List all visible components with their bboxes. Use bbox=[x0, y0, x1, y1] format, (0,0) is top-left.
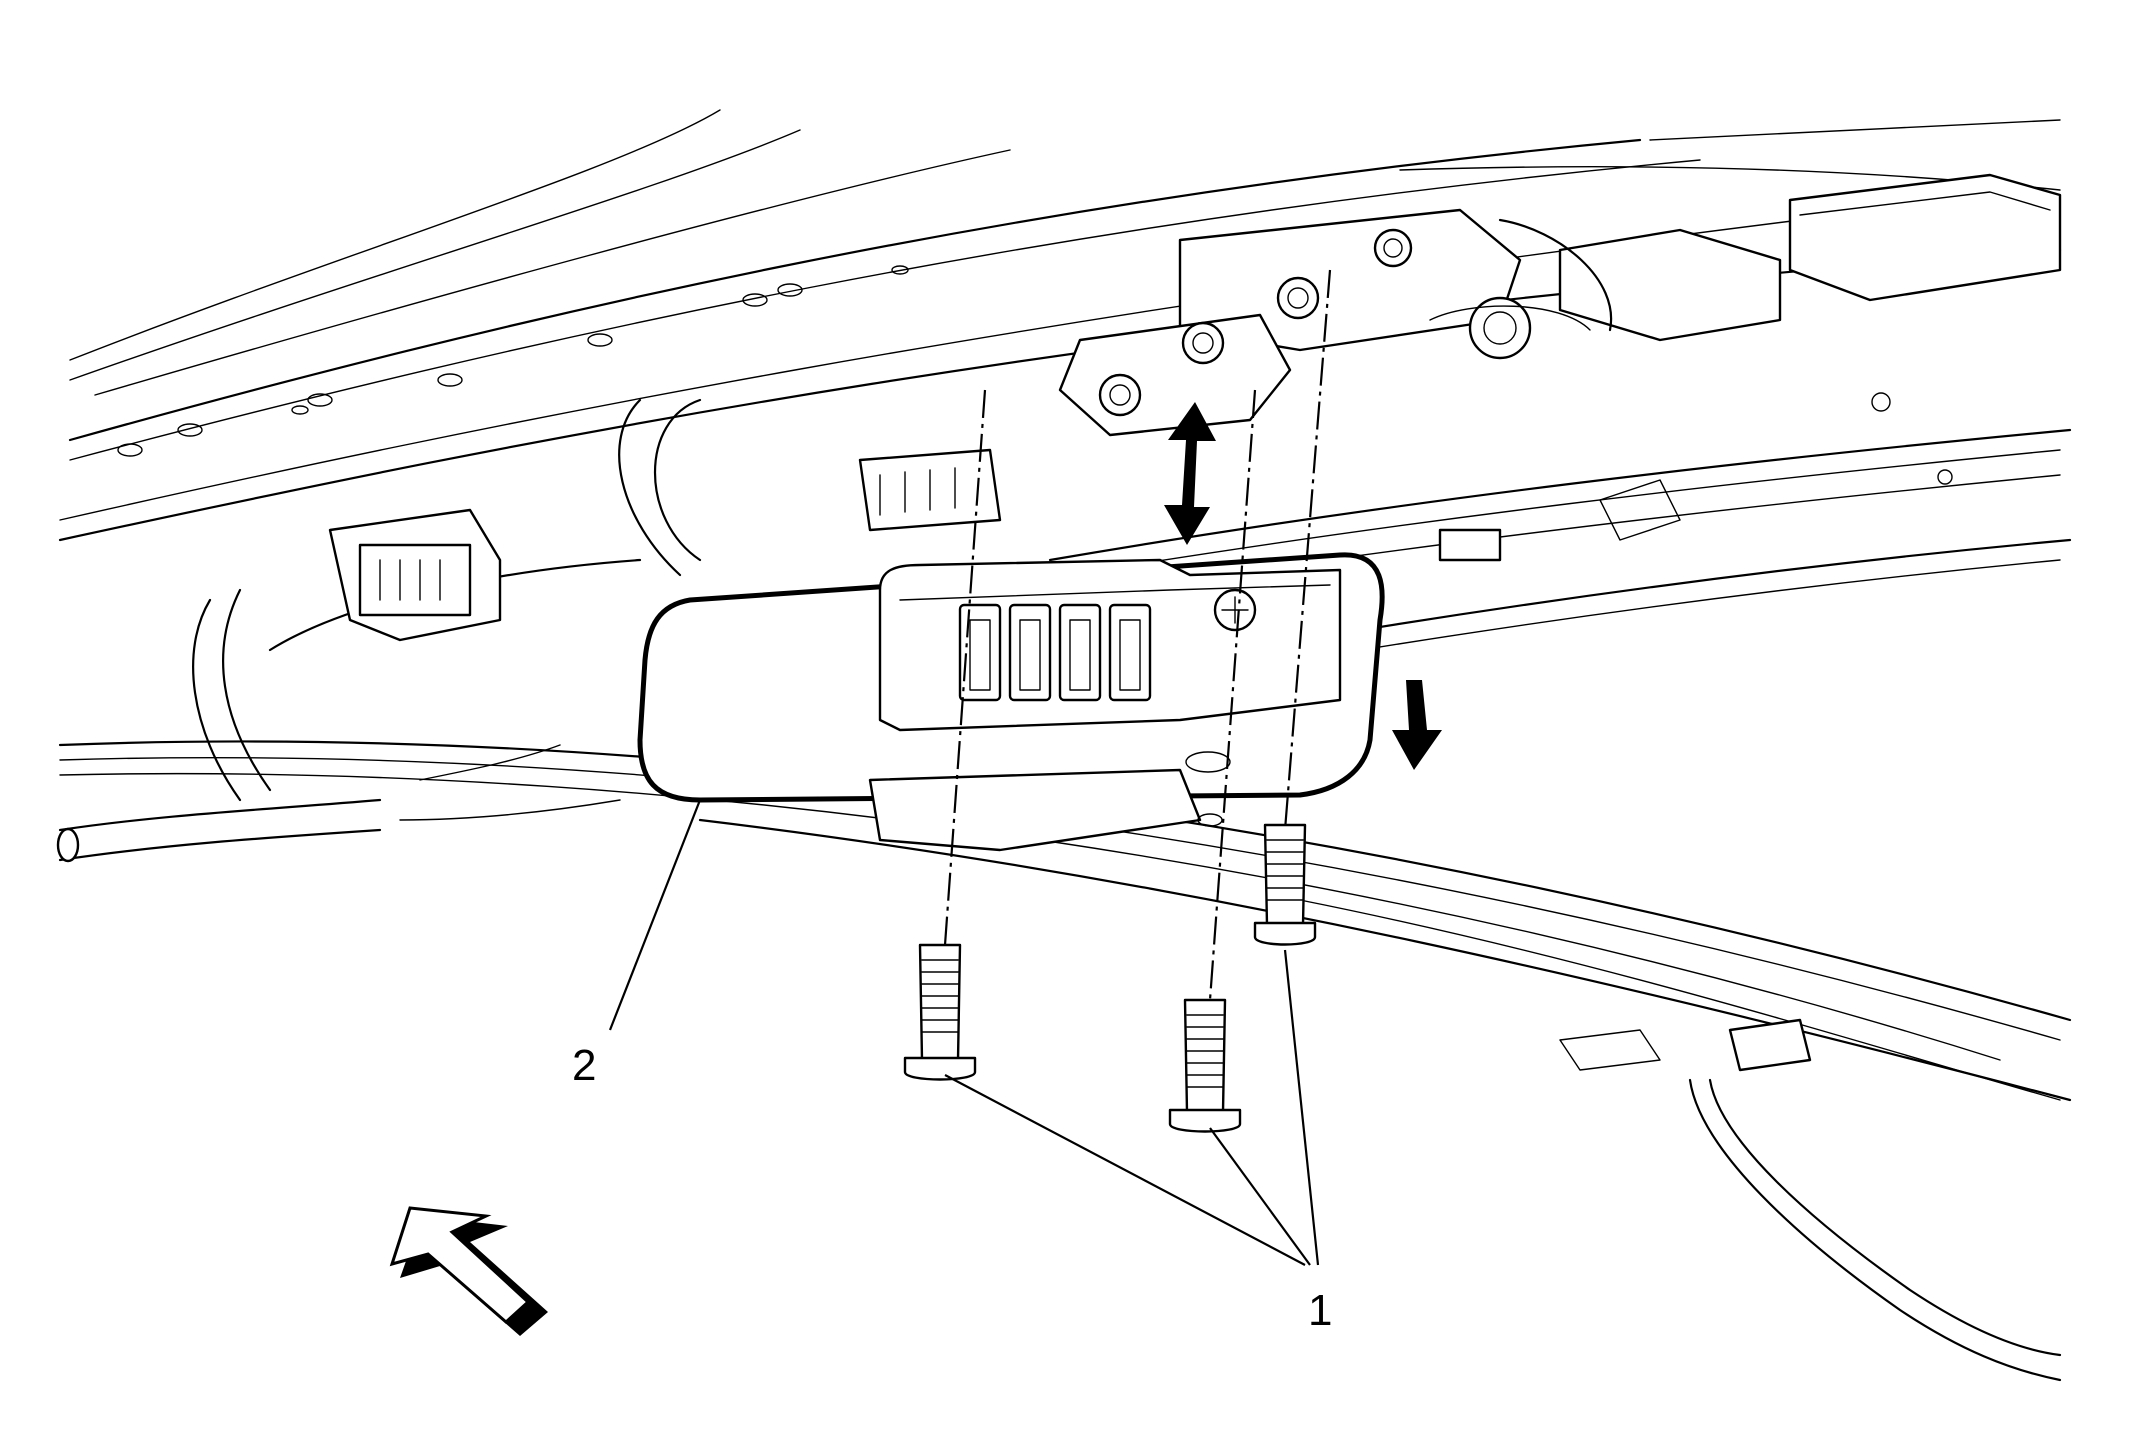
double-headed-vertical-arrow-icon bbox=[1164, 402, 1216, 545]
bolt bbox=[1168, 998, 1242, 1133]
bolts bbox=[903, 269, 1332, 1133]
connector-slots bbox=[958, 603, 1152, 702]
bolt bbox=[903, 943, 977, 1081]
callout-1: 1 bbox=[1308, 1286, 1332, 1335]
leader-lines bbox=[608, 799, 1320, 1266]
down-arrow-icon bbox=[1392, 680, 1442, 770]
callout-2: 2 bbox=[572, 1041, 596, 1090]
vehicle-structure bbox=[56, 109, 2072, 1382]
bolt bbox=[1253, 823, 1317, 946]
view-direction-arrow-icon bbox=[389, 1206, 548, 1336]
electronic-module bbox=[637, 552, 1385, 852]
